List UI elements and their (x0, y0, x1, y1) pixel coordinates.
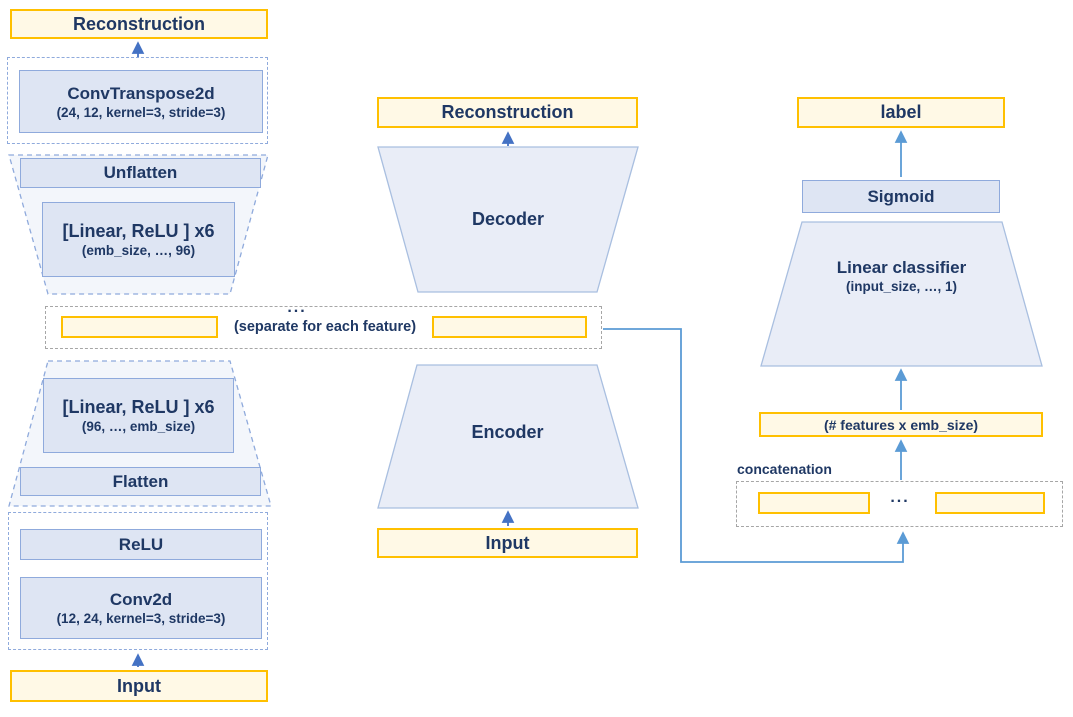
middle-reconstruction-box: Reconstruction (377, 97, 638, 128)
label-box: label (797, 97, 1005, 128)
conv-group-outline (8, 512, 268, 650)
embedding-note: (separate for each feature) (233, 319, 417, 335)
unflatten-box: Unflatten (20, 158, 261, 188)
convtranspose2d-params: (24, 12, kernel=3, stride=3) (56, 104, 226, 120)
embedding-right-box (432, 316, 587, 338)
convtranspose2d-title: ConvTranspose2d (67, 83, 215, 103)
conv2d-box: Conv2d (12, 24, kernel=3, stride=3) (20, 577, 262, 639)
linear-relu-encoder-title: [Linear, ReLU ] x6 (62, 397, 215, 417)
decoder-trapezoid (377, 146, 639, 293)
classifier-title: Linear classifier (836, 258, 967, 277)
classifier-label-block: Linear classifier (input_size, …, 1) (761, 258, 1042, 294)
linear-relu-decoder-title: [Linear, ReLU ] x6 (62, 221, 215, 241)
concatenation-outline (736, 481, 1063, 527)
decoder-label: Decoder (471, 209, 545, 229)
middle-input-box: Input (377, 528, 638, 558)
embedding-row-outline (45, 306, 602, 349)
embeddings-to-concat-connector (603, 328, 910, 563)
encoder-trapezoid (377, 364, 639, 509)
relu-box: ReLU (20, 529, 262, 560)
conv2d-params: (12, 24, kernel=3, stride=3) (56, 611, 226, 626)
embedding-ellipsis: ... (287, 299, 307, 316)
left-input-box: Input (10, 670, 268, 702)
embedding-left-box (61, 316, 218, 338)
features-size-box: (# features x emb_size) (759, 412, 1043, 437)
concat-right-box (935, 492, 1045, 514)
convtranspose2d-box: ConvTranspose2d (24, 12, kernel=3, strid… (19, 70, 263, 133)
convtranspose-group-outline (7, 57, 268, 144)
conv2d-title: Conv2d (109, 590, 173, 609)
classifier-trapezoid (760, 221, 1043, 367)
concat-left-box (758, 492, 870, 514)
linear-relu-decoder-box: [Linear, ReLU ] x6 (emb_size, …, 96) (42, 202, 235, 277)
sigmoid-box: Sigmoid (802, 180, 1000, 213)
flatten-box: Flatten (20, 467, 261, 496)
encoder-label: Encoder (471, 422, 544, 442)
linear-relu-decoder-params: (emb_size, …, 96) (81, 243, 196, 258)
linear-relu-encoder-params: (96, …, emb_size) (81, 419, 196, 434)
concat-ellipsis: ... (890, 489, 910, 506)
classifier-params: (input_size, …, 1) (845, 279, 957, 294)
left-reconstruction-box: Reconstruction (10, 9, 268, 39)
linear-relu-encoder-box: [Linear, ReLU ] x6 (96, …, emb_size) (43, 378, 234, 453)
concatenation-label: concatenation (737, 461, 832, 477)
